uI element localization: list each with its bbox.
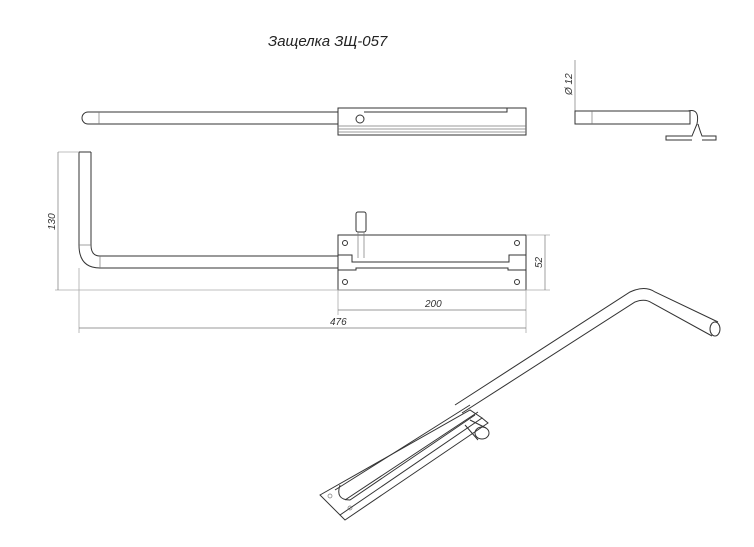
isometric-view	[319, 288, 721, 521]
dimension-lines	[55, 60, 576, 333]
front-view	[78, 151, 527, 291]
dim-52: 52	[534, 256, 545, 268]
side-view	[574, 110, 717, 141]
dim-476: 476	[330, 317, 347, 328]
dim-130: 130	[47, 213, 58, 230]
top-view	[81, 107, 527, 136]
drawing-title: Защелка ЗЩ-057	[268, 33, 388, 50]
dim-200: 200	[424, 299, 442, 310]
dim-diameter: Ø 12	[564, 73, 575, 96]
